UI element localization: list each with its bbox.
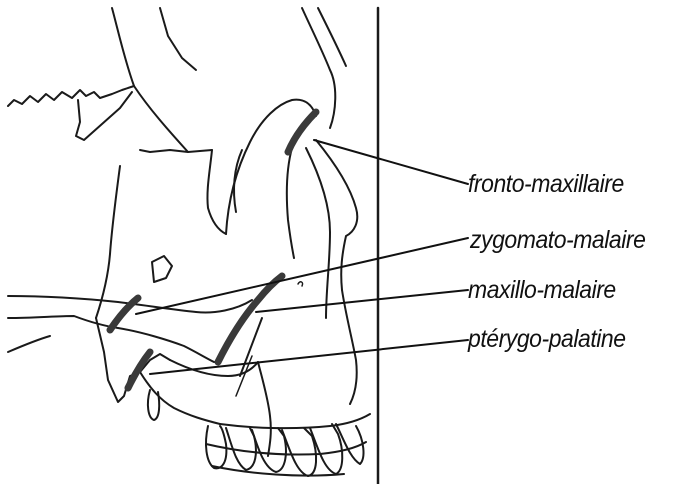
label-maxillo-malaire: maxillo-malaire — [468, 276, 616, 305]
orbit-inner-curve — [234, 150, 242, 212]
leader-pterygo-palatine — [150, 340, 468, 374]
orbit-lateral-outline — [207, 150, 226, 234]
temporal-outline — [76, 92, 132, 140]
parietal-outline — [160, 8, 196, 70]
zygoma-body-outline — [152, 256, 172, 282]
arch-bottom-curve — [8, 336, 50, 352]
frontal-process-curve — [287, 148, 294, 258]
suture-fronto-maxillaire — [288, 112, 316, 152]
leader-fronto-maxillaire — [314, 140, 468, 184]
gum-line — [220, 414, 370, 428]
maxilla-lower-outline — [258, 362, 271, 456]
label-fronto-maxillaire: fronto-maxillaire — [468, 170, 624, 199]
infratemporal-outline — [140, 150, 188, 152]
pterygoid-outline — [96, 166, 120, 318]
cranial-suture-line — [8, 86, 134, 106]
nasal-lower-outline — [342, 290, 357, 404]
label-zygomato-malaire: zygomato-malaire — [470, 226, 645, 255]
leader-lines — [136, 140, 468, 374]
orbit-rim-outline — [226, 100, 316, 234]
label-pterygo-palatine: ptérygo-palatine — [468, 325, 626, 354]
frontal-inner-line — [318, 8, 346, 66]
sphenoid-outline — [112, 8, 212, 152]
highlighted-sutures — [110, 112, 316, 388]
nasal-inner-outline — [306, 148, 330, 318]
alveolar-outline — [140, 372, 220, 424]
detail-mark — [298, 282, 303, 286]
leader-zygomato-malaire — [136, 238, 468, 314]
tooth-5 — [282, 428, 316, 476]
detail-mark-2 — [236, 356, 252, 396]
tooth-1 — [148, 390, 159, 420]
leader-maxillo-malaire — [256, 290, 468, 312]
